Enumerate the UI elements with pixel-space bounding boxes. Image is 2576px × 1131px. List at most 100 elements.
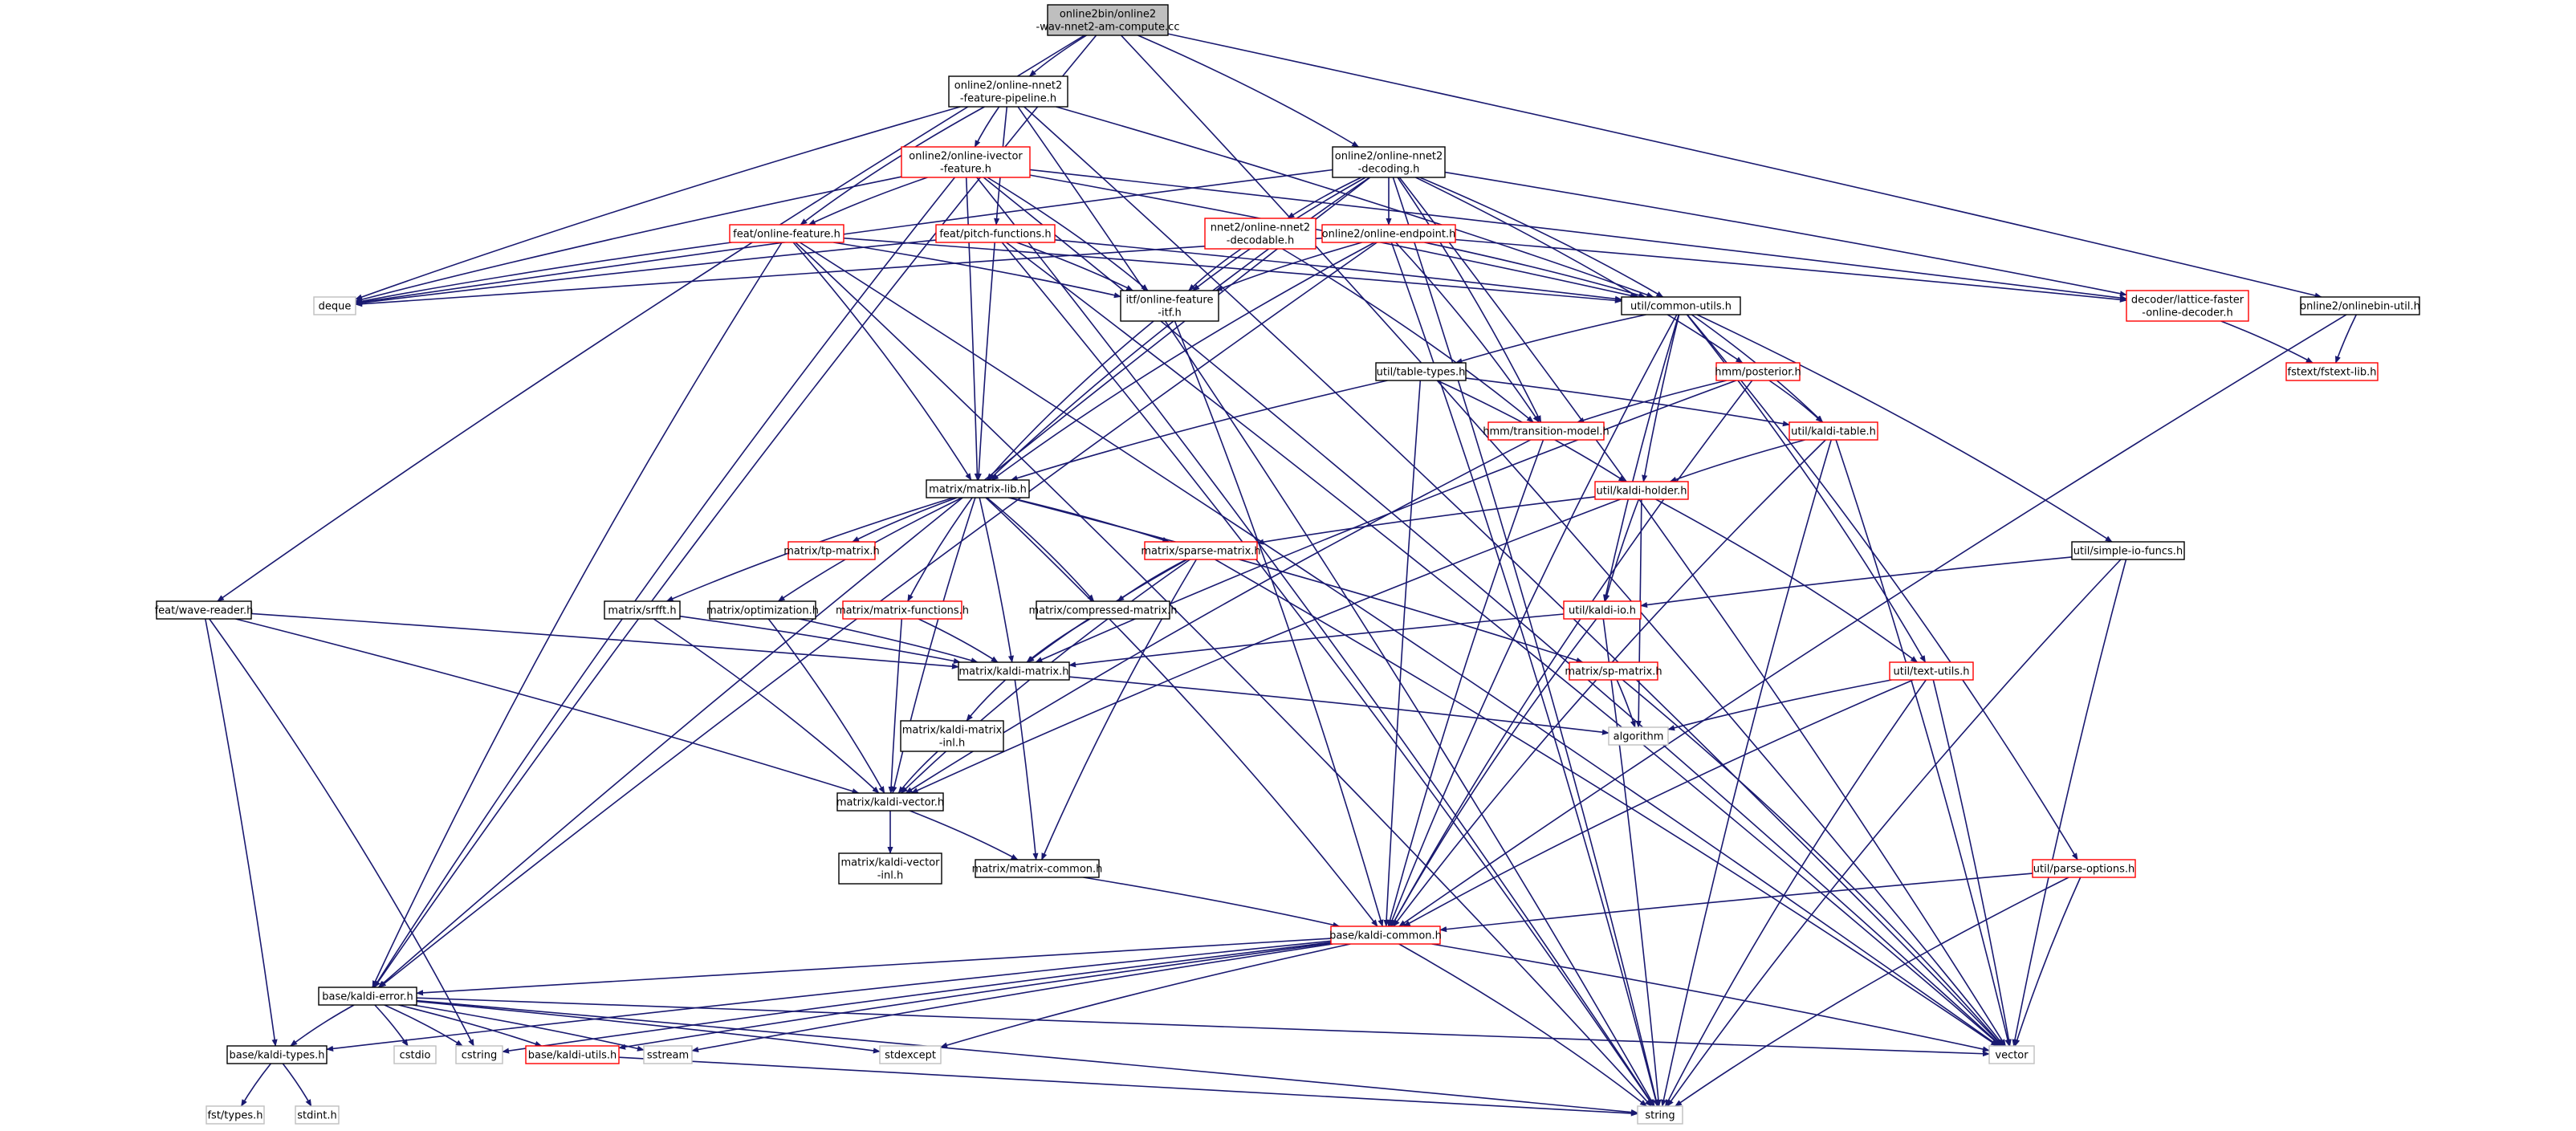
node-decoding[interactable]: online2/online-nnet2-decoding.h xyxy=(1332,146,1446,178)
node-label: -inl.h xyxy=(877,870,904,882)
node-label: algorithm xyxy=(1614,731,1664,743)
edge-textutils-to-vector xyxy=(1932,679,2012,1047)
node-label: -decodable.h xyxy=(1227,235,1295,247)
node-box xyxy=(604,600,681,620)
node-kalditypes[interactable]: base/kaldi-types.h xyxy=(226,1045,328,1064)
node-label: base/kaldi-error.h xyxy=(322,991,413,1003)
node-label: hmm/posterior.h xyxy=(1715,367,1801,379)
node-kaldiholder[interactable]: util/kaldi-holder.h xyxy=(1594,481,1689,500)
node-label: -itf.h xyxy=(1158,307,1181,319)
node-transmodel[interactable]: hmm/transition-model.h xyxy=(1483,421,1609,441)
node-box xyxy=(1608,726,1669,746)
node-tabletypes[interactable]: util/table-types.h xyxy=(1375,362,1467,381)
edge-srfft-to-kaldimatrix xyxy=(679,615,961,664)
edge-commonutils-to-simpleio xyxy=(1696,314,2113,543)
node-tpmatrix[interactable]: matrix/tp-matrix.h xyxy=(783,541,880,560)
node-endpoint[interactable]: online2/online-endpoint.h xyxy=(1321,224,1456,243)
node-string[interactable]: string xyxy=(1637,1105,1683,1125)
edge-ivector-to-onlfeat xyxy=(808,177,928,226)
node-label: base/kaldi-common.h xyxy=(1329,930,1442,942)
node-label: matrix/sp-matrix.h xyxy=(1565,666,1662,678)
node-box xyxy=(1332,146,1446,178)
node-deque[interactable]: deque xyxy=(313,296,356,315)
node-stdexcept[interactable]: stdexcept xyxy=(879,1045,942,1064)
node-box xyxy=(1375,362,1467,381)
node-label: online2/online-nnet2 xyxy=(954,80,1063,92)
node-posterior[interactable]: hmm/posterior.h xyxy=(1715,362,1801,381)
edge-endpoint-to-itf xyxy=(1215,242,1362,291)
edge-matrixlib-to-matrixfuncs xyxy=(907,497,973,602)
edge-root-to-decoding xyxy=(1137,35,1360,148)
edge-itf-to-matrixlib xyxy=(986,320,1154,481)
node-stdint[interactable]: stdint.h xyxy=(295,1105,340,1125)
node-box xyxy=(842,600,962,620)
node-onlfeat[interactable]: feat/online-feature.h xyxy=(729,224,844,243)
node-pipeline[interactable]: online2/online-nnet2-feature-pipeline.h xyxy=(948,75,1068,108)
node-kaldivector[interactable]: matrix/kaldi-vector.h xyxy=(836,792,944,812)
node-kaldiutils[interactable]: base/kaldi-utils.h xyxy=(525,1045,620,1064)
node-box xyxy=(1036,600,1170,620)
node-spmatrix[interactable]: matrix/sp-matrix.h xyxy=(1565,661,1662,681)
node-label: -feature-pipeline.h xyxy=(960,93,1056,105)
node-kaldimatrix[interactable]: matrix/kaldi-matrix.h xyxy=(958,661,1070,681)
node-sstream[interactable]: sstream xyxy=(643,1045,693,1064)
node-cstring[interactable]: cstring xyxy=(455,1045,503,1064)
edge-tabletypes-to-matrixlib xyxy=(1010,380,1388,482)
edge-compressed-to-kaldimatrix xyxy=(1026,618,1091,663)
node-itf[interactable]: itf/online-feature-itf.h xyxy=(1120,290,1219,322)
node-kalditable[interactable]: util/kaldi-table.h xyxy=(1789,421,1878,441)
node-kvectorinl[interactable]: matrix/kaldi-vector-inl.h xyxy=(838,852,942,885)
node-label: matrix/kaldi-vector.h xyxy=(836,797,944,809)
edge-decoding-to-posterior xyxy=(1415,177,1744,364)
edge-onlinebinutil-to-fstextlib xyxy=(2334,314,2358,364)
node-kaldiio[interactable]: util/kaldi-io.h xyxy=(1563,600,1642,620)
node-matrixlib[interactable]: matrix/matrix-lib.h xyxy=(926,479,1030,498)
node-root[interactable]: online2bin/online2-wav-nnet2-am-compute.… xyxy=(1036,4,1180,36)
node-simpleio[interactable]: util/simple-io-funcs.h xyxy=(2071,541,2185,560)
edge-kaldivector-to-matrixcommon xyxy=(910,810,1019,860)
node-kaldierror[interactable]: base/kaldi-error.h xyxy=(318,987,417,1006)
edge-sparsematrix-to-matrixcommon xyxy=(1040,559,1197,860)
node-label: cstring xyxy=(462,1050,497,1062)
node-nnet2dec[interactable]: nnet2/online-nnet2-decodable.h xyxy=(1204,218,1316,250)
node-box xyxy=(1621,296,1741,315)
node-sparsematrix[interactable]: matrix/sparse-matrix.h xyxy=(1141,541,1261,560)
node-label: nnet2/online-nnet2 xyxy=(1211,222,1310,234)
node-label: itf/online-feature xyxy=(1126,295,1214,307)
edge-kalditable-to-kaldicommon xyxy=(1393,439,1826,927)
node-cstdio[interactable]: cstdio xyxy=(393,1045,437,1064)
edge-root-to-wavereader xyxy=(217,35,1085,602)
node-kmatrixinl[interactable]: matrix/kaldi-matrix-inl.h xyxy=(900,720,1004,752)
node-vector[interactable]: vector xyxy=(1988,1045,2035,1064)
edge-wavereader-to-kaldivector xyxy=(235,618,860,795)
node-matrixfuncs[interactable]: matrix/matrix-functions.h xyxy=(836,600,969,620)
node-matrixcommon[interactable]: matrix/matrix-common.h xyxy=(972,859,1103,878)
node-commonutils[interactable]: util/common-utils.h xyxy=(1621,296,1741,315)
node-box xyxy=(1487,421,1605,441)
edge-matrixlib-to-tpmatrix xyxy=(852,497,958,543)
node-latfaster[interactable]: decoder/lattice-faster-online-decoder.h xyxy=(2126,290,2249,322)
edge-kaldiholder-to-sparsematrix xyxy=(1256,496,1596,545)
node-parseoptions[interactable]: util/parse-options.h xyxy=(2032,859,2136,878)
node-wavereader[interactable]: feat/wave-reader.h xyxy=(155,600,254,620)
node-algorithm[interactable]: algorithm xyxy=(1608,726,1669,746)
node-onlinebinutil[interactable]: online2/onlinebin-util.h xyxy=(2300,296,2420,315)
node-label: util/common-utils.h xyxy=(1630,301,1732,313)
node-fsttypes[interactable]: fst/types.h xyxy=(206,1105,265,1125)
node-textutils[interactable]: util/text-utils.h xyxy=(1889,661,1974,681)
node-optimization[interactable]: matrix/optimization.h xyxy=(706,600,819,620)
edge-kaldierror-to-kaldiutils xyxy=(398,1004,543,1047)
node-ivector[interactable]: online2/online-ivector-feature.h xyxy=(901,146,1031,178)
node-label: deque xyxy=(319,301,352,313)
edge-decoding-to-transmodel xyxy=(1397,177,1542,423)
node-box xyxy=(1889,661,1974,681)
node-label: online2bin/online2 xyxy=(1060,9,1156,21)
node-fstextlib[interactable]: fstext/fstext-lib.h xyxy=(2285,362,2379,381)
node-compressed[interactable]: matrix/compressed-matrix.h xyxy=(1028,600,1178,620)
edge-ivector-to-kaldierror xyxy=(373,177,956,988)
edge-parseoptions-to-string xyxy=(1675,877,2069,1107)
node-srfft[interactable]: matrix/srfft.h xyxy=(604,600,681,620)
node-kaldicommon[interactable]: base/kaldi-common.h xyxy=(1329,926,1442,945)
edge-decoding-to-nnet2dec xyxy=(1287,177,1362,219)
node-pitch[interactable]: feat/pitch-functions.h xyxy=(935,224,1056,243)
